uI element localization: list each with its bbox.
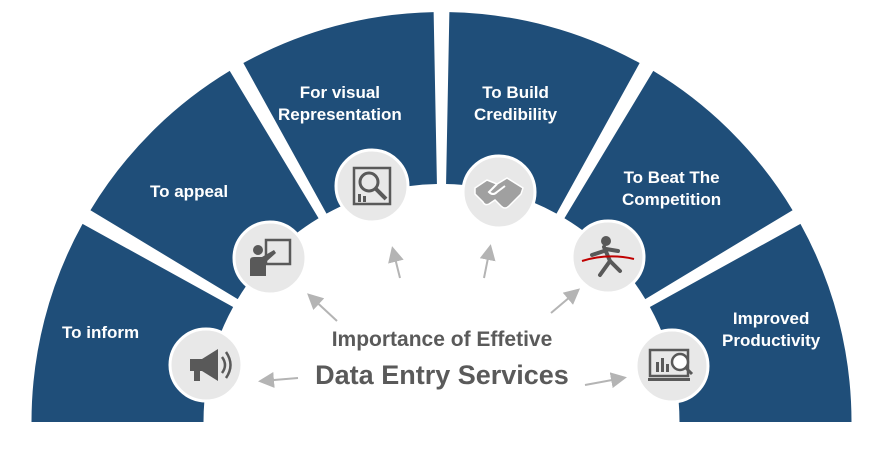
monitor-analytics-icon xyxy=(634,328,710,404)
arrow-4 xyxy=(479,244,496,279)
center-title: Data Entry Services xyxy=(315,360,569,390)
arrow-1 xyxy=(258,372,299,388)
arrow-5 xyxy=(550,288,581,314)
presentation-board-icon xyxy=(232,220,308,296)
arrow-3 xyxy=(388,246,404,279)
segment-label-appeal: To appeal xyxy=(150,182,229,201)
search-chart-icon xyxy=(334,148,410,224)
center-subtitle: Importance of Effetive xyxy=(331,328,553,351)
handshake-icon xyxy=(461,154,537,230)
arrow-2 xyxy=(307,293,338,322)
runner-finish-line-icon xyxy=(570,219,646,295)
arrow-6 xyxy=(584,372,627,389)
segment-label-inform: To inform xyxy=(62,323,140,342)
megaphone-icon xyxy=(168,327,244,403)
